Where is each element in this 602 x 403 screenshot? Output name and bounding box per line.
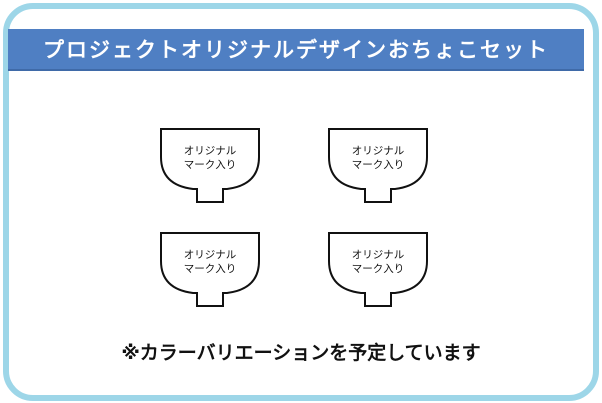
bowl-text-line1: オリジナル	[183, 249, 237, 261]
bowl-illustration: オリジナルマーク入り	[159, 127, 261, 205]
bowl-icon	[328, 128, 428, 203]
bowl-text-line1: オリジナル	[351, 249, 405, 261]
bowl-illustration: オリジナルマーク入り	[327, 127, 429, 205]
bowl-icon	[328, 232, 428, 307]
bowl-text-line2: マーク入り	[351, 263, 405, 275]
bowl-text-line1: オリジナル	[183, 145, 237, 157]
title-banner: プロジェクトオリジナルデザインおちょこセット	[8, 29, 584, 71]
bowl-text-line2: マーク入り	[183, 263, 237, 275]
bowl-illustration: オリジナルマーク入り	[159, 231, 261, 309]
banner-title: プロジェクトオリジナルデザインおちょこセット	[43, 38, 549, 62]
bowl-text-line2: マーク入り	[183, 159, 237, 171]
bowl-text-line2: マーク入り	[351, 159, 405, 171]
bowl-icon	[160, 128, 260, 203]
bowl-illustration: オリジナルマーク入り	[327, 231, 429, 309]
color-variation-note: ※カラーバリエーションを予定しています	[121, 342, 481, 364]
bowl-text-line1: オリジナル	[351, 145, 405, 157]
bowl-icon	[160, 232, 260, 307]
